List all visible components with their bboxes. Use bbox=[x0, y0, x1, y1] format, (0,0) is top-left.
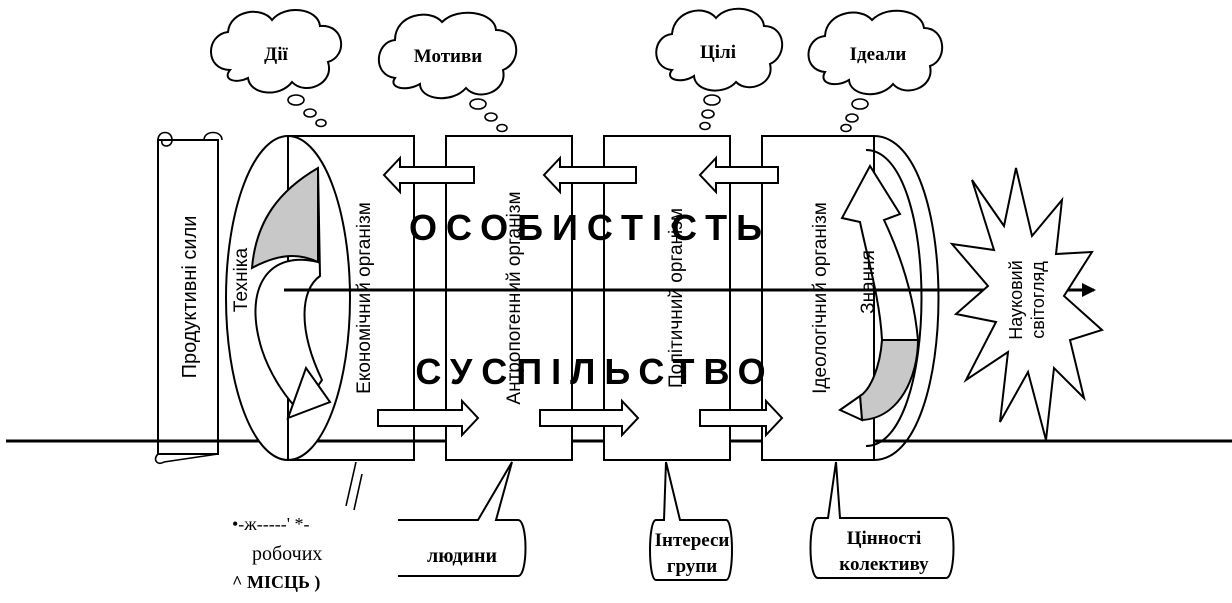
callout-collective-values-1: Цінності bbox=[847, 528, 922, 549]
callout-group-interests-2: групи bbox=[667, 556, 717, 577]
organism-label-ideological: Ідеологічний організм bbox=[810, 202, 831, 394]
cloud-label-motives: Мотиви bbox=[414, 46, 482, 67]
callout-workplaces-line-1: •-ж-----' *- bbox=[232, 514, 309, 534]
band-label-society: СУСПІЛЬСТВО bbox=[415, 351, 774, 392]
knowledge-curved-arrow: Знання bbox=[837, 164, 920, 422]
scientific-worldview-burst: Науковий світогляд bbox=[949, 167, 1104, 441]
callout-group-interests: Інтереси групи bbox=[649, 461, 733, 581]
inner-label-technology: Техніка bbox=[231, 247, 252, 312]
scroll-label: Продуктивні сили bbox=[179, 216, 201, 379]
callout-collective-values-2: колективу bbox=[839, 554, 929, 575]
callout-human: людини bbox=[398, 461, 527, 577]
callout-workplaces-line-2: робочих bbox=[252, 543, 322, 565]
cylinder-right-end bbox=[865, 135, 940, 461]
cloud-actions: Дії bbox=[210, 8, 343, 128]
callout-workplaces: •-ж-----' *- робочих ^ МІСЦЬ ) bbox=[232, 461, 363, 593]
burst-label-1: Науковий bbox=[1006, 260, 1026, 340]
band-label-personality: ОСОБИСТІСТЬ bbox=[409, 207, 771, 248]
callout-workplaces-line-3: ^ МІСЦЬ ) bbox=[232, 572, 320, 593]
cloud-goals: Цілі bbox=[655, 7, 784, 131]
cloud-ideals: Ідеали bbox=[807, 9, 944, 133]
cloud-label-actions: Дії bbox=[264, 44, 288, 65]
cloud-label-ideals: Ідеали bbox=[850, 44, 907, 65]
organism-label-anthropogenic: Антропогенний організм bbox=[504, 191, 525, 404]
productive-forces-scroll: Продуктивні сили bbox=[154, 131, 223, 465]
callout-group-interests-1: Інтереси bbox=[655, 530, 730, 551]
organism-label-political: Політичний організм bbox=[666, 208, 687, 388]
cloud-label-goals: Цілі bbox=[700, 42, 736, 63]
block-arrows-bottom bbox=[377, 398, 784, 438]
burst-label-2: світогляд bbox=[1028, 261, 1048, 339]
callout-human-label: людини bbox=[427, 545, 497, 567]
inner-label-knowledge: Знання bbox=[858, 250, 879, 314]
organism-label-economic: Економічний організм bbox=[354, 202, 375, 394]
cloud-motives: Мотиви bbox=[377, 11, 518, 133]
callout-collective-values: Цінності колективу bbox=[809, 461, 955, 579]
block-arrows-top bbox=[382, 155, 779, 195]
